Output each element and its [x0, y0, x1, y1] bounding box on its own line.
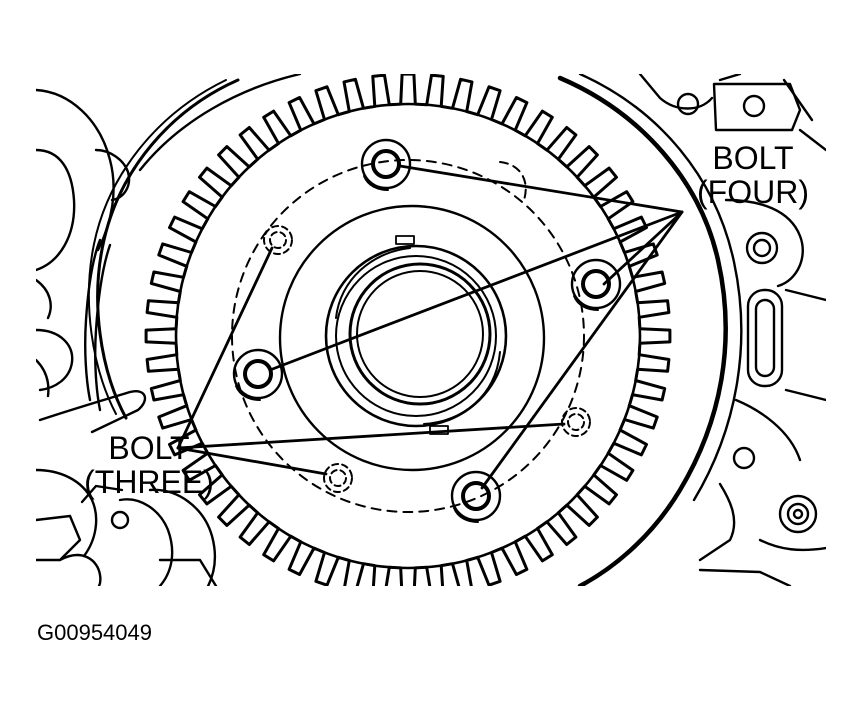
bolt-four-label-line2: (FOUR): [697, 174, 809, 210]
bolt-head: [570, 258, 622, 311]
bolt-head: [360, 138, 412, 191]
right-housing: [557, 74, 826, 586]
bolt-three-group: [263, 225, 591, 493]
gear-body: [174, 102, 642, 570]
leader-lines-four: [268, 164, 684, 490]
left-housing: [36, 88, 218, 586]
bolt-three-label-line1: BOLT: [108, 430, 190, 466]
bolt-three-label-line2: (THREE): [84, 464, 214, 500]
bolt-three-label: BOLT (THREE): [74, 431, 224, 499]
leader-lines-three: [176, 246, 566, 476]
housing-edge-left: [87, 74, 302, 420]
figure-id: G00954049: [37, 620, 152, 645]
bolt-head: [232, 348, 284, 401]
bolt-four-label: BOLT (FOUR): [688, 141, 818, 209]
bolt-four-group: [232, 138, 622, 523]
bolt-four-label-line1: BOLT: [712, 140, 794, 176]
bolt-head: [450, 470, 502, 523]
